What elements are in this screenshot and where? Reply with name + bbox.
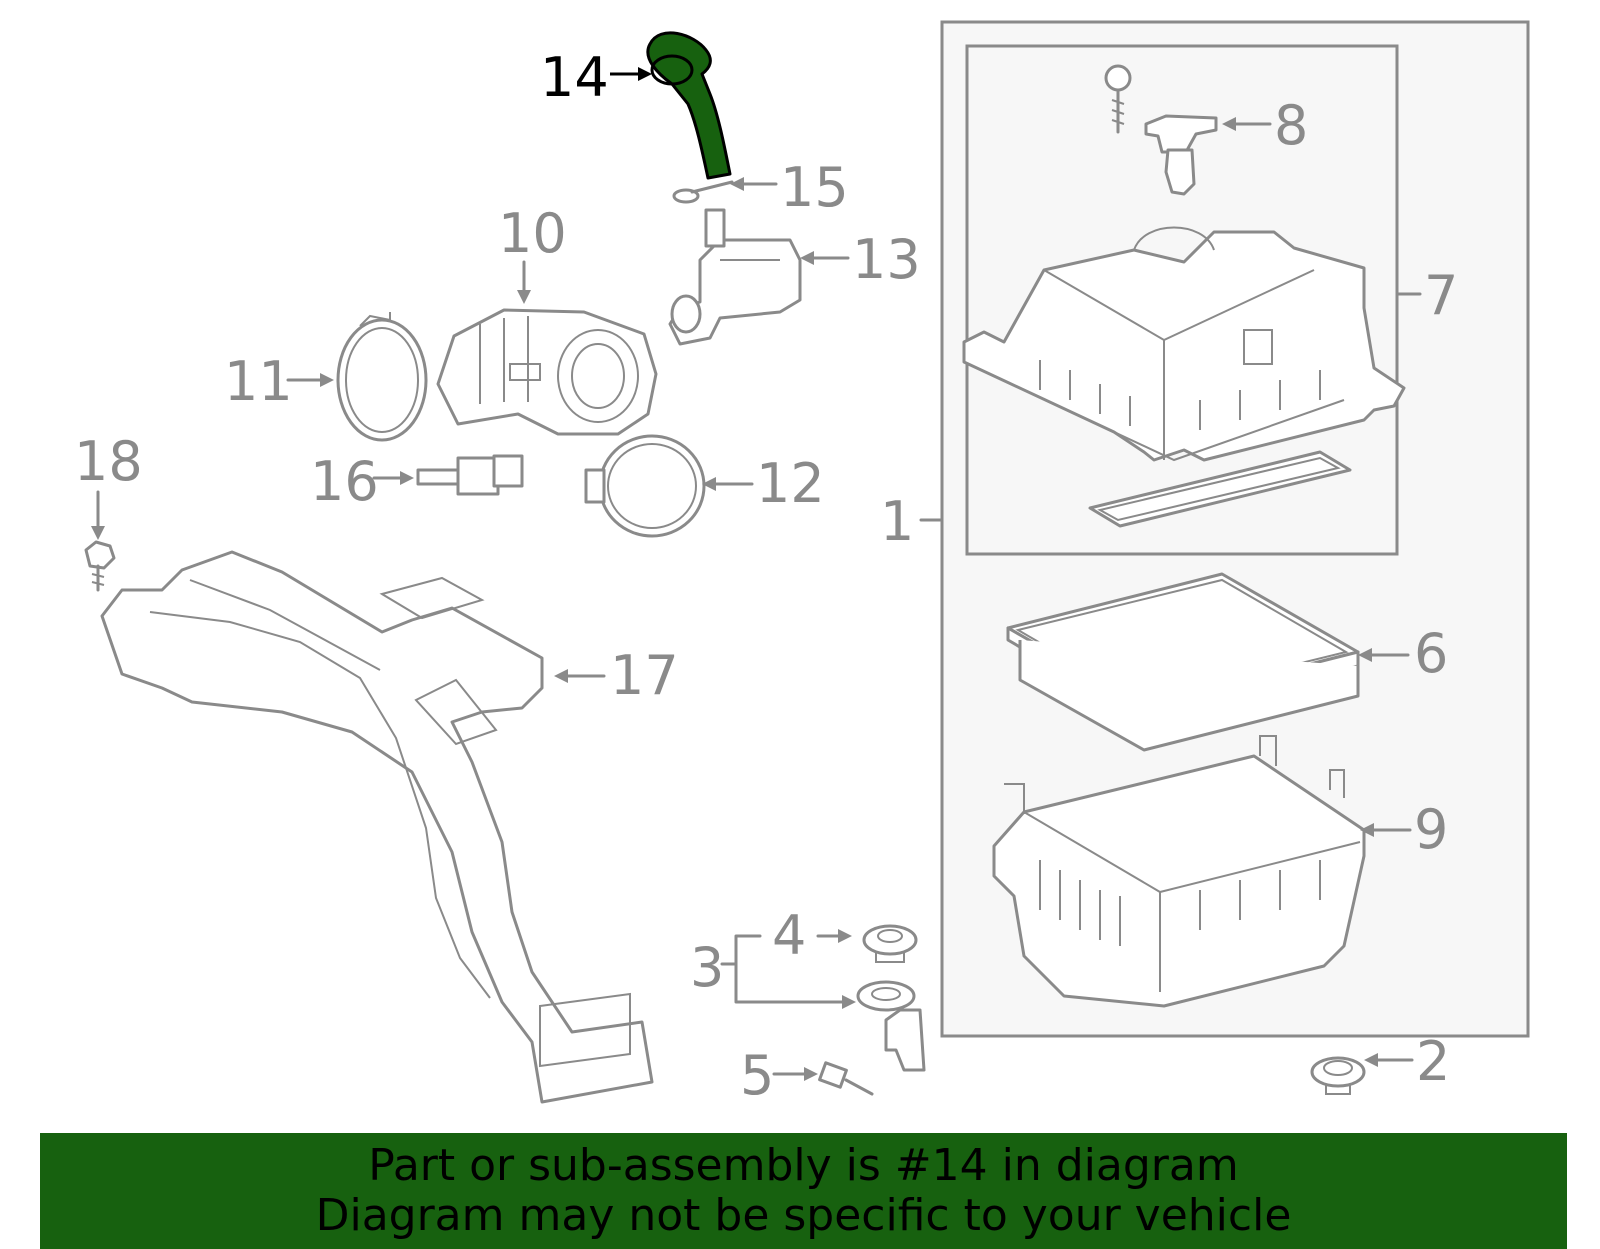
banner-line-2: Diagram may not be specific to your vehi… [315, 1190, 1292, 1241]
part-2-grommet[interactable] [1310, 1056, 1366, 1095]
part-13-resonator[interactable] [668, 208, 802, 346]
parts-diagram: 1 2 3 4 5 6 7 8 9 10 11 12 13 14 15 16 1… [74, 20, 1530, 1107]
info-banner: Part or sub-assembly is #14 in diagram D… [40, 1133, 1567, 1249]
part-18-bolt[interactable] [84, 540, 116, 592]
label-9: 9 [1414, 798, 1448, 861]
part-14-hose-highlighted[interactable] [646, 31, 732, 180]
label-1: 1 [880, 490, 914, 553]
part-5-bolt[interactable] [818, 1061, 874, 1096]
label-11: 11 [224, 350, 293, 413]
part-15-clip[interactable] [672, 180, 734, 204]
part-3-bracket[interactable] [856, 980, 926, 1072]
part-6-filter-element[interactable] [1006, 572, 1360, 752]
label-5: 5 [740, 1044, 774, 1107]
part-10-air-hose[interactable] [436, 308, 658, 436]
label-10: 10 [498, 202, 567, 265]
label-2: 2 [1416, 1030, 1450, 1093]
label-16: 16 [310, 450, 379, 513]
label-18: 18 [74, 430, 143, 493]
part-7-upper-case[interactable] [962, 226, 1406, 462]
label-3: 3 [690, 936, 724, 999]
label-15: 15 [780, 156, 849, 219]
label-17: 17 [610, 644, 679, 707]
label-8: 8 [1274, 94, 1308, 157]
banner-line-1: Part or sub-assembly is #14 in diagram [368, 1140, 1239, 1191]
part-16-sensor[interactable] [416, 454, 524, 496]
label-7: 7 [1424, 264, 1458, 327]
part-12-clamp[interactable] [584, 434, 706, 538]
label-6: 6 [1414, 622, 1448, 685]
upper-case-seal [1088, 450, 1352, 528]
part-8-sensor[interactable] [1104, 64, 1218, 196]
label-14: 14 [540, 46, 609, 109]
part-11-clamp[interactable] [336, 312, 428, 442]
label-4: 4 [772, 904, 806, 967]
label-13: 13 [852, 228, 921, 291]
part-4-grommet[interactable] [862, 924, 918, 963]
label-12: 12 [756, 452, 825, 515]
part-17-intake-duct[interactable] [100, 550, 654, 1104]
